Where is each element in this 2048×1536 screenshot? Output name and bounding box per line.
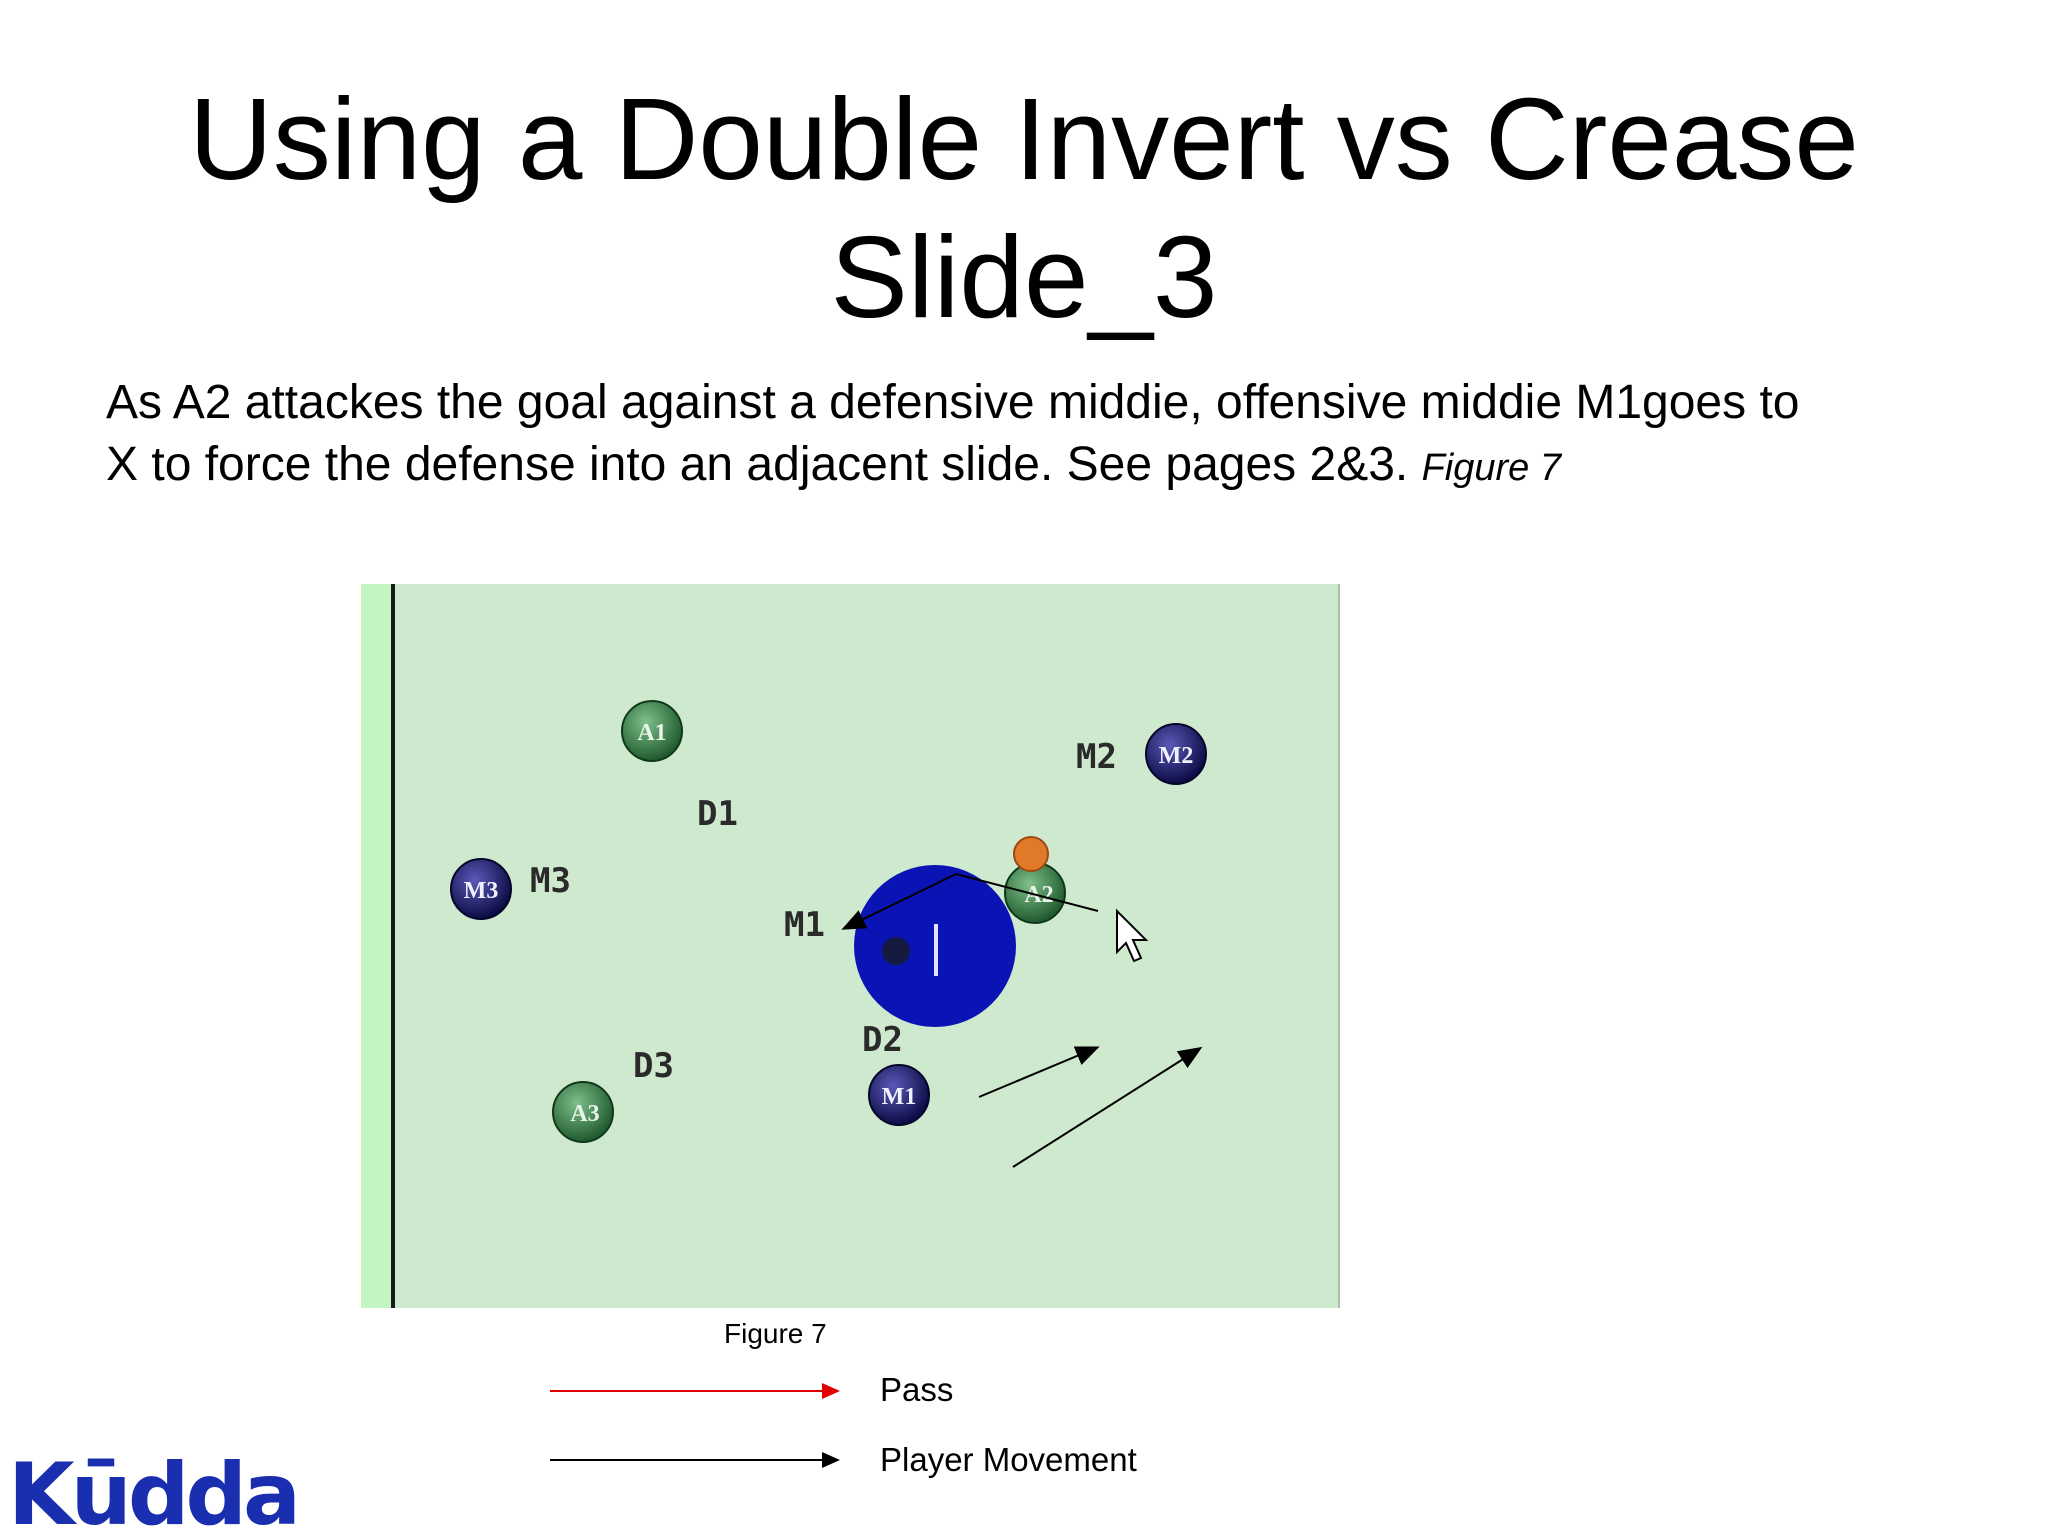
- goal-marker: [882, 937, 910, 965]
- label-d2: D2: [862, 1020, 903, 1060]
- player-m3: M3: [450, 858, 512, 920]
- sideline-strip: [361, 584, 391, 1308]
- label-d3: D3: [633, 1046, 674, 1086]
- figure-caption: Figure 7: [724, 1318, 827, 1349]
- legend-movement-label: Player Movement: [880, 1441, 1137, 1478]
- player-m2-label: M2: [1159, 743, 1194, 769]
- logo-text: Kūdda: [8, 1456, 297, 1536]
- title-line-1: Using a Double Invert vs Crease: [189, 74, 1859, 204]
- arrow-m1-to-x: [841, 872, 1099, 930]
- player-a3-label: A3: [570, 1101, 599, 1127]
- cursor-icon: [1116, 908, 1149, 963]
- lacrosse-field-diagram: A1 A2 A3 M1 M2 M3 D1 D2 D3 M: [361, 584, 1340, 1308]
- slide-title: Using a Double Invert vs Crease Slide_3: [100, 70, 1948, 346]
- legend-pass-label: Pass: [880, 1371, 954, 1408]
- movement-arrows: [841, 872, 1203, 1168]
- legend-arrows: [550, 1383, 840, 1468]
- player-m1-label: M1: [882, 1084, 917, 1110]
- label-d1: D1: [697, 794, 738, 834]
- slide-body: As A2 attackes the goal against a defens…: [106, 372, 1806, 499]
- label-m1: M1: [784, 905, 825, 945]
- label-m2: M2: [1076, 737, 1117, 777]
- body-text: As A2 attackes the goal against a defens…: [106, 376, 1800, 491]
- movement-arrow-head: [822, 1452, 840, 1468]
- player-a1: A1: [621, 700, 683, 762]
- player-a2: A2: [1004, 862, 1066, 924]
- arrow-cut-2: [1012, 1046, 1203, 1168]
- player-m3-label: M3: [464, 878, 499, 904]
- player-m1: M1: [868, 1064, 930, 1126]
- arrow-cut-1: [978, 1046, 1100, 1098]
- kudda-logo: Kūdda: [8, 1456, 301, 1536]
- player-a1-label: A1: [637, 720, 666, 746]
- title-line-2: Slide_3: [830, 212, 1218, 342]
- player-a3: A3: [552, 1081, 614, 1143]
- ball: [1013, 836, 1049, 872]
- pass-arrow-head: [822, 1383, 840, 1399]
- label-m3: M3: [530, 861, 571, 901]
- figure-reference: Figure 7: [1421, 447, 1561, 489]
- player-m2: M2: [1145, 723, 1207, 785]
- field-svg: A1 A2 A3 M1 M2 M3 D1 D2 D3 M: [361, 584, 1340, 1308]
